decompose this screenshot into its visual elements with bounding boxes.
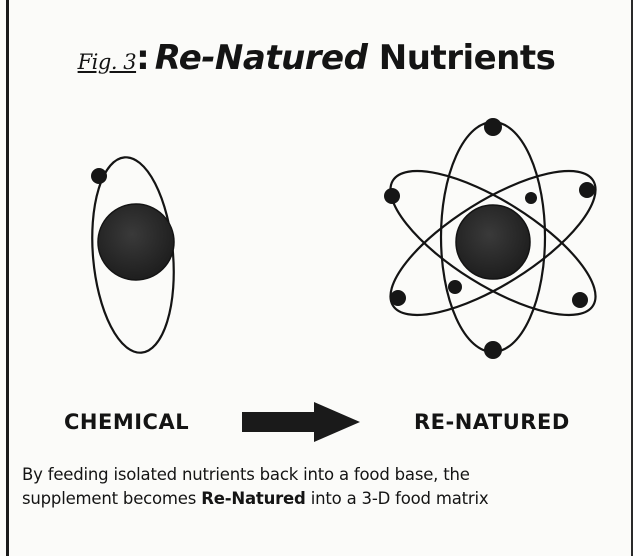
renatured-nucleus (456, 205, 530, 279)
chemical-atom (85, 154, 182, 356)
figure-caption: By feeding isolated nutrients back into … (22, 463, 627, 511)
caption-line-1: By feeding isolated nutrients back into … (22, 463, 627, 487)
caption-line-2-start: supplement becomes (22, 489, 201, 508)
renatured-electron-top (484, 118, 502, 136)
renatured-electron-inner-left (448, 280, 462, 294)
caption-line-2: supplement becomes Re-Natured into a 3-D… (22, 487, 627, 511)
renatured-electron-lower-right (572, 292, 588, 308)
renatured-atom (371, 118, 616, 359)
chemical-label: CHEMICAL (64, 410, 189, 434)
chemical-nucleus (98, 204, 174, 280)
chemical-electron (91, 168, 107, 184)
renatured-electron-upper-right (579, 182, 595, 198)
renatured-electron-lower-left (390, 290, 406, 306)
right-arrow-icon (242, 402, 360, 442)
renatured-label: RE-NATURED (414, 410, 570, 434)
renatured-electron-bottom (484, 341, 502, 359)
renatured-electron-inner-upper (525, 192, 537, 204)
caption-line-2-end: into a 3-D food matrix (306, 489, 489, 508)
caption-emphasis: Re-Natured (201, 489, 305, 508)
renatured-electron-upper-left (384, 188, 400, 204)
